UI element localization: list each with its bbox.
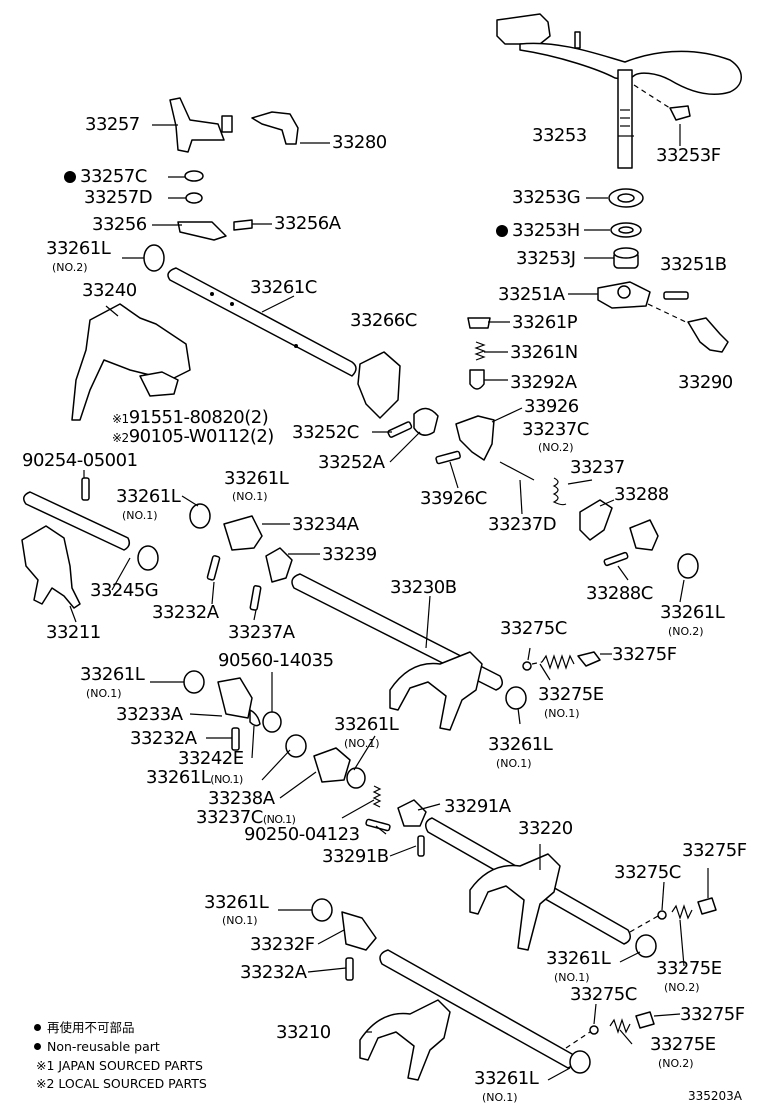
label-33290: 33290 (678, 372, 733, 393)
label-33253F: 33253F (656, 145, 721, 166)
label-33256A: 33256A (274, 213, 341, 234)
legend-line-3: ※1 JAPAN SOURCED PARTS (36, 1058, 203, 1073)
label-90254-05001: 90254-05001 (22, 450, 138, 471)
note-no2-d: (NO.2) (668, 625, 704, 638)
label-33261L-i: 33261L (204, 892, 269, 913)
label-33261L-a: 33261L (46, 238, 111, 259)
label-33275C-a: 33275C (500, 618, 567, 639)
label-33210: 33210 (276, 1022, 331, 1043)
label-33253: 33253 (532, 125, 587, 146)
label-90560-14035: 90560-14035 (218, 650, 334, 671)
label-90105: ※290105-W0112(2) (112, 426, 274, 447)
label-33291B: 33291B (322, 846, 389, 867)
legend-line-1: 再使用不可部品 (30, 1021, 135, 1035)
non-reusable-dot-icon (64, 171, 76, 183)
label-33232A-a: 33232A (152, 602, 219, 623)
label-33257D: 33257D (84, 187, 153, 208)
label-33261C: 33261C (250, 277, 317, 298)
bullet-dot-icon (34, 1024, 41, 1031)
label-33275F-b: 33275F (682, 840, 747, 861)
label-33261L-e: 33261L (80, 664, 145, 685)
bullet-dot-icon (34, 1043, 41, 1050)
label-33288: 33288 (614, 484, 669, 505)
label-33233A: 33233A (116, 704, 183, 725)
label-33275C-c: 33275C (570, 984, 637, 1005)
note-no1-b: (NO.1) (232, 490, 268, 503)
note-no1-i: (NO.1) (222, 914, 258, 927)
shift-lever-33253 (496, 13, 742, 169)
note-no2-a: (NO.2) (52, 261, 88, 274)
label-33275E-b: 33275E (656, 958, 722, 979)
note-no1-c: (NO.1) (122, 509, 158, 522)
label-33253J: 33253J (516, 248, 576, 269)
label-33237C-a: 33237C (522, 419, 589, 440)
label-33232A-c: 33232A (240, 962, 307, 983)
label-33211: 33211 (46, 622, 101, 643)
label-33288C: 33288C (586, 583, 653, 604)
label-33220: 33220 (518, 818, 573, 839)
label-33252A: 33252A (318, 452, 385, 473)
label-33261L-k: 33261L (474, 1068, 539, 1089)
label-33292A: 33292A (510, 372, 577, 393)
label-33237D: 33237D (488, 514, 557, 535)
label-33237: 33237 (570, 457, 625, 478)
label-33261L-c: 33261L (116, 486, 181, 507)
label-33275E-a: 33275E (538, 684, 604, 705)
label-33266C: 33266C (350, 310, 417, 331)
note-no1-g: (NO.1) (496, 757, 532, 770)
label-33237A: 33237A (228, 622, 295, 643)
label-33261L-j: 33261L (546, 948, 611, 969)
note-no1-f: (NO.1) (544, 707, 580, 720)
label-33261L-d: 33261L (660, 602, 725, 623)
note-no1-j: (NO.1) (554, 971, 590, 984)
legend-line-4: ※2 LOCAL SOURCED PARTS (36, 1076, 207, 1091)
leader-lines (69, 124, 709, 1081)
note-no1-k: (NO.1) (482, 1091, 518, 1104)
non-reusable-dot-icon (496, 225, 508, 237)
label-33242E: 33242E (178, 748, 244, 769)
note-no2-e: (NO.2) (664, 981, 700, 994)
note-no1-h: (NO.1) (344, 737, 380, 750)
label-33251B: 33251B (660, 254, 727, 275)
label-33257: 33257 (85, 114, 140, 135)
label-33232F: 33232F (250, 934, 315, 955)
label-33275E-c: 33275E (650, 1034, 716, 1055)
label-33252C: 33252C (292, 422, 359, 443)
label-33240: 33240 (82, 280, 137, 301)
label-33261P: 33261P (512, 312, 578, 333)
label-33230B: 33230B (390, 577, 457, 598)
label-33275F-c: 33275F (680, 1004, 745, 1025)
label-33239: 33239 (322, 544, 377, 565)
note-no2-f: (NO.2) (658, 1057, 694, 1070)
label-91551: ※191551-80820(2) (112, 407, 269, 428)
label-33232A-b: 33232A (130, 728, 197, 749)
legend-line-2: Non-reusable part (30, 1040, 160, 1054)
label-33261N: 33261N (510, 342, 578, 363)
label-33275C-b: 33275C (614, 862, 681, 883)
label-33257C: 33257C (64, 168, 147, 186)
label-33256: 33256 (92, 214, 147, 235)
label-33275F-a: 33275F (612, 644, 677, 665)
note-no1-e: (NO.1) (86, 687, 122, 700)
label-33261L-f: 33261L(NO.1) (146, 767, 243, 788)
label-33253G: 33253G (512, 187, 581, 208)
label-33291A: 33291A (444, 796, 511, 817)
label-33261L-b: 33261L (224, 468, 289, 489)
label-33926C: 33926C (420, 488, 487, 509)
label-33253H: 33253H (496, 222, 580, 240)
label-33926: 33926 (524, 396, 579, 417)
label-33234A: 33234A (292, 514, 359, 535)
note-no2-c: (NO.2) (538, 441, 574, 454)
label-33280: 33280 (332, 132, 387, 153)
label-33245G: 33245G (90, 580, 159, 601)
label-33261L-h: 33261L (334, 714, 399, 735)
label-33237C-b: 33237C(NO.1) (196, 807, 296, 828)
label-33238A: 33238A (208, 788, 275, 809)
label-90250-04123: 90250-04123 (244, 824, 360, 845)
label-33251A: 33251A (498, 284, 565, 305)
label-33261L-g: 33261L (488, 734, 553, 755)
diagram-id: 335203A (688, 1089, 743, 1103)
